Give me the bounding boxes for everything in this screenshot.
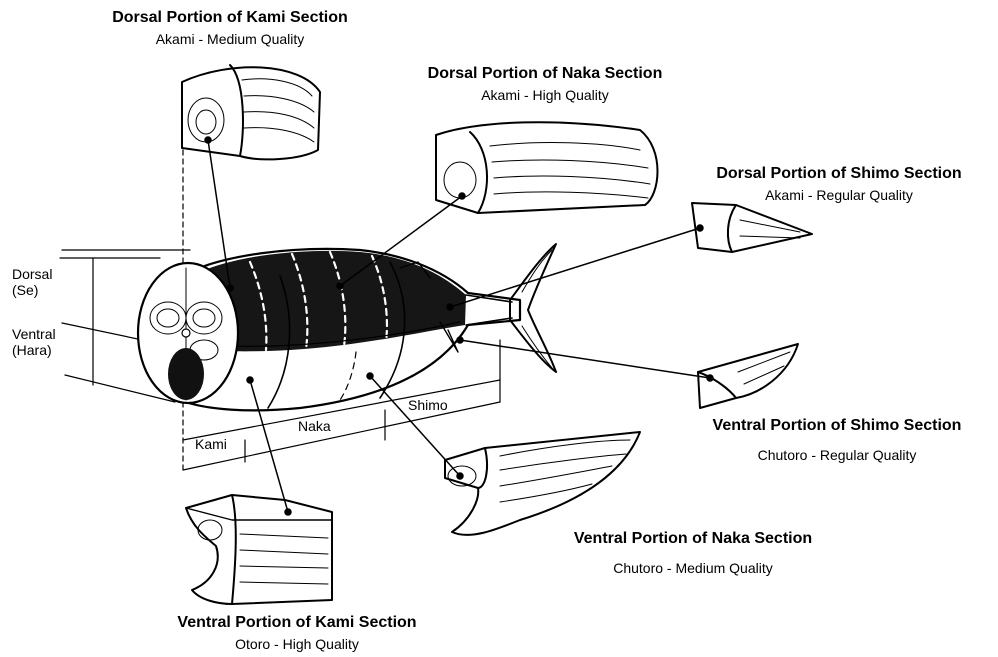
cut-dorsal-kami [182,65,320,159]
label-ventral-naka: Ventral Portion of Naka Section Chutoro … [540,531,846,575]
label-title: Ventral Portion of Naka Section [540,531,846,547]
label-title: Dorsal Portion of Shimo Section [684,166,994,182]
section-label-shimo: Shimo [408,397,448,413]
label-subtitle: Akami - High Quality [396,88,694,102]
side-label-dorsal: Dorsal (Se) [12,266,52,298]
cut-ventral-kami [186,495,332,604]
label-subtitle: Akami - Medium Quality [82,32,378,46]
label-subtitle: Otoro - High Quality [144,637,450,651]
label-dorsal-naka: Dorsal Portion of Naka Section Akami - H… [396,66,694,102]
label-subtitle: Chutoro - Regular Quality [678,448,996,462]
label-dorsal-kami: Dorsal Portion of Kami Section Akami - M… [82,10,378,46]
spine-cross-section [168,348,204,400]
label-title: Ventral Portion of Kami Section [144,615,450,631]
label-ventral-shimo: Ventral Portion of Shimo Section Chutoro… [678,418,996,462]
label-ventral-kami: Ventral Portion of Kami Section Otoro - … [144,615,450,651]
label-title: Dorsal Portion of Naka Section [396,66,694,82]
section-label-naka: Naka [298,418,331,434]
cut-dorsal-shimo [692,203,812,252]
label-title: Dorsal Portion of Kami Section [82,10,378,26]
cut-ventral-naka [445,432,640,535]
label-title: Ventral Portion of Shimo Section [678,418,996,434]
side-label-ventral: Ventral (Hara) [12,326,56,358]
label-dorsal-shimo: Dorsal Portion of Shimo Section Akami - … [684,166,994,202]
section-label-kami: Kami [195,436,227,452]
tuna-body [138,244,556,410]
cut-dorsal-naka [436,122,658,213]
label-subtitle: Akami - Regular Quality [684,188,994,202]
label-subtitle: Chutoro - Medium Quality [540,561,846,575]
